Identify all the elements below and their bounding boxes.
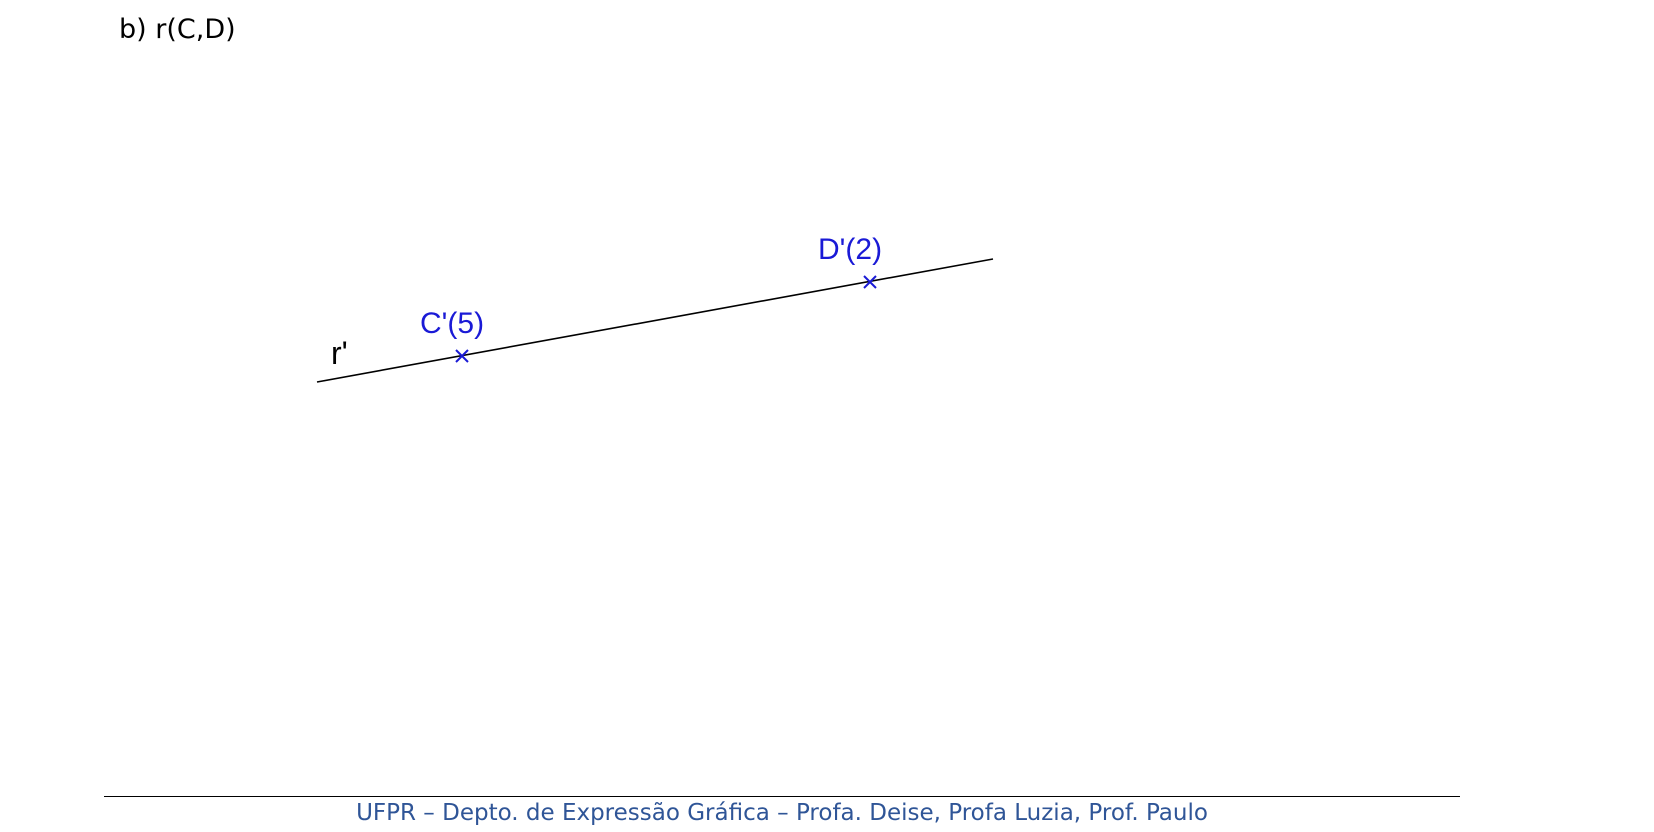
exercise-heading: b) r(C,D): [119, 14, 236, 45]
line-r-label: r': [331, 335, 348, 371]
point-c: C'(5): [420, 307, 484, 363]
line-r-projection: [316, 258, 994, 383]
point-c-marker: [455, 349, 469, 363]
point-d: D'(2): [818, 233, 882, 289]
point-d-marker: [863, 275, 877, 289]
footer-divider: [104, 796, 1460, 797]
point-c-label: C'(5): [420, 307, 484, 340]
footer-credits: UFPR – Depto. de Expressão Gráfica – Pro…: [356, 800, 1208, 826]
point-d-label: D'(2): [818, 233, 882, 266]
